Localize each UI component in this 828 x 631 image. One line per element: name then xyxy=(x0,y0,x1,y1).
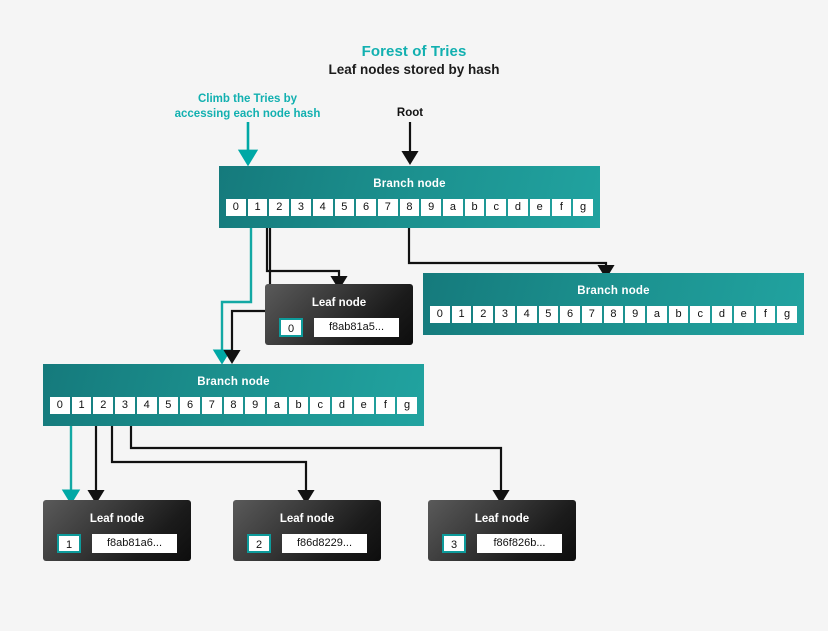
nibble-cell[interactable]: d xyxy=(712,306,732,323)
nibble-cell[interactable]: g xyxy=(397,397,417,414)
branch-node-title: Branch node xyxy=(197,376,270,388)
annotation-root: Root xyxy=(396,107,424,119)
nibble-cell[interactable]: e xyxy=(353,397,374,414)
leaf-node-index[interactable]: 3 xyxy=(442,534,466,553)
nibble-cell[interactable]: 1 xyxy=(451,306,472,323)
annotation-climb-line2: accessing each node hash xyxy=(174,108,321,120)
branch-node-title: Branch node xyxy=(373,178,446,190)
branch-node-root[interactable]: Branch node 0 1 2 3 4 5 6 7 8 9 a b c d … xyxy=(219,166,600,228)
wire-root0-to-left-branch xyxy=(212,227,253,365)
nibble-cell[interactable]: a xyxy=(267,397,287,414)
nibble-cell[interactable]: b xyxy=(288,397,309,414)
nibble-cell[interactable]: 2 xyxy=(269,199,290,216)
nibble-cell[interactable]: 5 xyxy=(538,306,559,323)
leaf-node-hash[interactable]: f86d8229... xyxy=(282,534,367,553)
nibble-cell[interactable]: e xyxy=(733,306,754,323)
leaf-node-row: 1 f8ab81a6... xyxy=(43,534,191,553)
nibble-cell[interactable]: 4 xyxy=(312,199,333,216)
nibble-cell[interactable]: 1 xyxy=(71,397,92,414)
branch-node-cells: 0 1 2 3 4 5 6 7 8 9 a b c d e f g xyxy=(423,306,804,323)
leaf-node-row: 0 f8ab81a5... xyxy=(265,318,413,337)
leaf-node-index[interactable]: 2 xyxy=(247,534,271,553)
branch-node-title: Branch node xyxy=(577,285,650,297)
nibble-cell[interactable]: 7 xyxy=(201,397,222,414)
branch-node-right[interactable]: Branch node 0 1 2 3 4 5 6 7 8 9 a b c d … xyxy=(423,273,804,335)
nibble-cell[interactable]: b xyxy=(464,199,485,216)
nibble-cell[interactable]: 8 xyxy=(399,199,420,216)
leaf-node-hash[interactable]: f8ab81a5... xyxy=(314,318,399,337)
branch-node-left[interactable]: Branch node 0 1 2 3 4 5 6 7 8 9 a b c d … xyxy=(43,364,424,426)
leaf-node-1[interactable]: Leaf node 1 f8ab81a6... xyxy=(43,500,191,561)
nibble-cell[interactable]: 2 xyxy=(93,397,114,414)
leaf-node-hash[interactable]: f86f826b... xyxy=(477,534,562,553)
leaf-node-title: Leaf node xyxy=(311,297,367,309)
nibble-cell[interactable]: c xyxy=(690,306,711,323)
nibble-cell[interactable]: e xyxy=(529,199,550,216)
nibble-cell[interactable]: 0 xyxy=(50,397,70,414)
nibble-cell[interactable]: f xyxy=(755,306,776,323)
nibble-cell[interactable]: d xyxy=(508,199,528,216)
nibble-cell[interactable]: 9 xyxy=(421,199,442,216)
nibble-cell[interactable]: b xyxy=(668,306,689,323)
leaf-node-3[interactable]: Leaf node 3 f86f826b... xyxy=(428,500,576,561)
leaf-node-title: Leaf node xyxy=(279,513,335,525)
nibble-cell[interactable]: 1 xyxy=(247,199,268,216)
wire-left3-to-leaf3 xyxy=(129,425,510,505)
nibble-cell[interactable]: 8 xyxy=(223,397,244,414)
nibble-cell[interactable]: a xyxy=(647,306,667,323)
nibble-cell[interactable]: 6 xyxy=(180,397,200,414)
page-subtitle: Leaf nodes stored by hash xyxy=(328,62,500,77)
nibble-cell[interactable]: 3 xyxy=(291,199,311,216)
nibble-cell[interactable]: f xyxy=(375,397,396,414)
nibble-cell[interactable]: g xyxy=(777,306,797,323)
nibble-cell[interactable]: g xyxy=(573,199,593,216)
leaf-node-row: 3 f86f826b... xyxy=(428,534,576,553)
nibble-cell[interactable]: c xyxy=(310,397,331,414)
leaf-node-title: Leaf node xyxy=(89,513,145,525)
annotation-climb-tries: Climb the Tries by accessing each node h… xyxy=(155,92,340,122)
leaf-node-title: Leaf node xyxy=(474,513,530,525)
nibble-cell[interactable]: 6 xyxy=(560,306,580,323)
nibble-cell[interactable]: 4 xyxy=(516,306,537,323)
nibble-cell[interactable]: a xyxy=(443,199,463,216)
leaf-node-top[interactable]: Leaf node 0 f8ab81a5... xyxy=(265,284,413,345)
nibble-cell[interactable]: 5 xyxy=(158,397,179,414)
leaf-node-index[interactable]: 0 xyxy=(279,318,303,337)
leaf-node-index[interactable]: 1 xyxy=(57,534,81,553)
nibble-cell[interactable]: 3 xyxy=(115,397,135,414)
wire-left2-to-leaf2 xyxy=(110,425,315,505)
nibble-cell[interactable]: 9 xyxy=(245,397,266,414)
nibble-cell[interactable]: 2 xyxy=(473,306,494,323)
nibble-cell[interactable]: 6 xyxy=(356,199,376,216)
leaf-node-2[interactable]: Leaf node 2 f86d8229... xyxy=(233,500,381,561)
branch-node-cells: 0 1 2 3 4 5 6 7 8 9 a b c d e f g xyxy=(219,199,600,216)
nibble-cell[interactable]: c xyxy=(486,199,507,216)
nibble-cell[interactable]: 8 xyxy=(603,306,624,323)
page-title: Forest of Tries xyxy=(361,43,467,60)
nibble-cell[interactable]: 3 xyxy=(495,306,515,323)
nibble-cell[interactable]: 7 xyxy=(377,199,398,216)
wire-root-to-leaf-top xyxy=(265,227,348,291)
nibble-cell[interactable]: 9 xyxy=(625,306,646,323)
nibble-cell[interactable]: f xyxy=(551,199,572,216)
nibble-cell[interactable]: d xyxy=(332,397,352,414)
annotation-climb-line1: Climb the Tries by xyxy=(197,93,298,105)
leaf-node-row: 2 f86d8229... xyxy=(233,534,381,553)
nibble-cell[interactable]: 0 xyxy=(226,199,246,216)
nibble-cell[interactable]: 5 xyxy=(334,199,355,216)
wire-root8-to-right-branch xyxy=(407,227,615,280)
nibble-cell[interactable]: 0 xyxy=(430,306,450,323)
leaf-node-hash[interactable]: f8ab81a6... xyxy=(92,534,177,553)
nibble-cell[interactable]: 7 xyxy=(581,306,602,323)
nibble-cell[interactable]: 4 xyxy=(136,397,157,414)
branch-node-cells: 0 1 2 3 4 5 6 7 8 9 a b c d e f g xyxy=(43,397,424,414)
